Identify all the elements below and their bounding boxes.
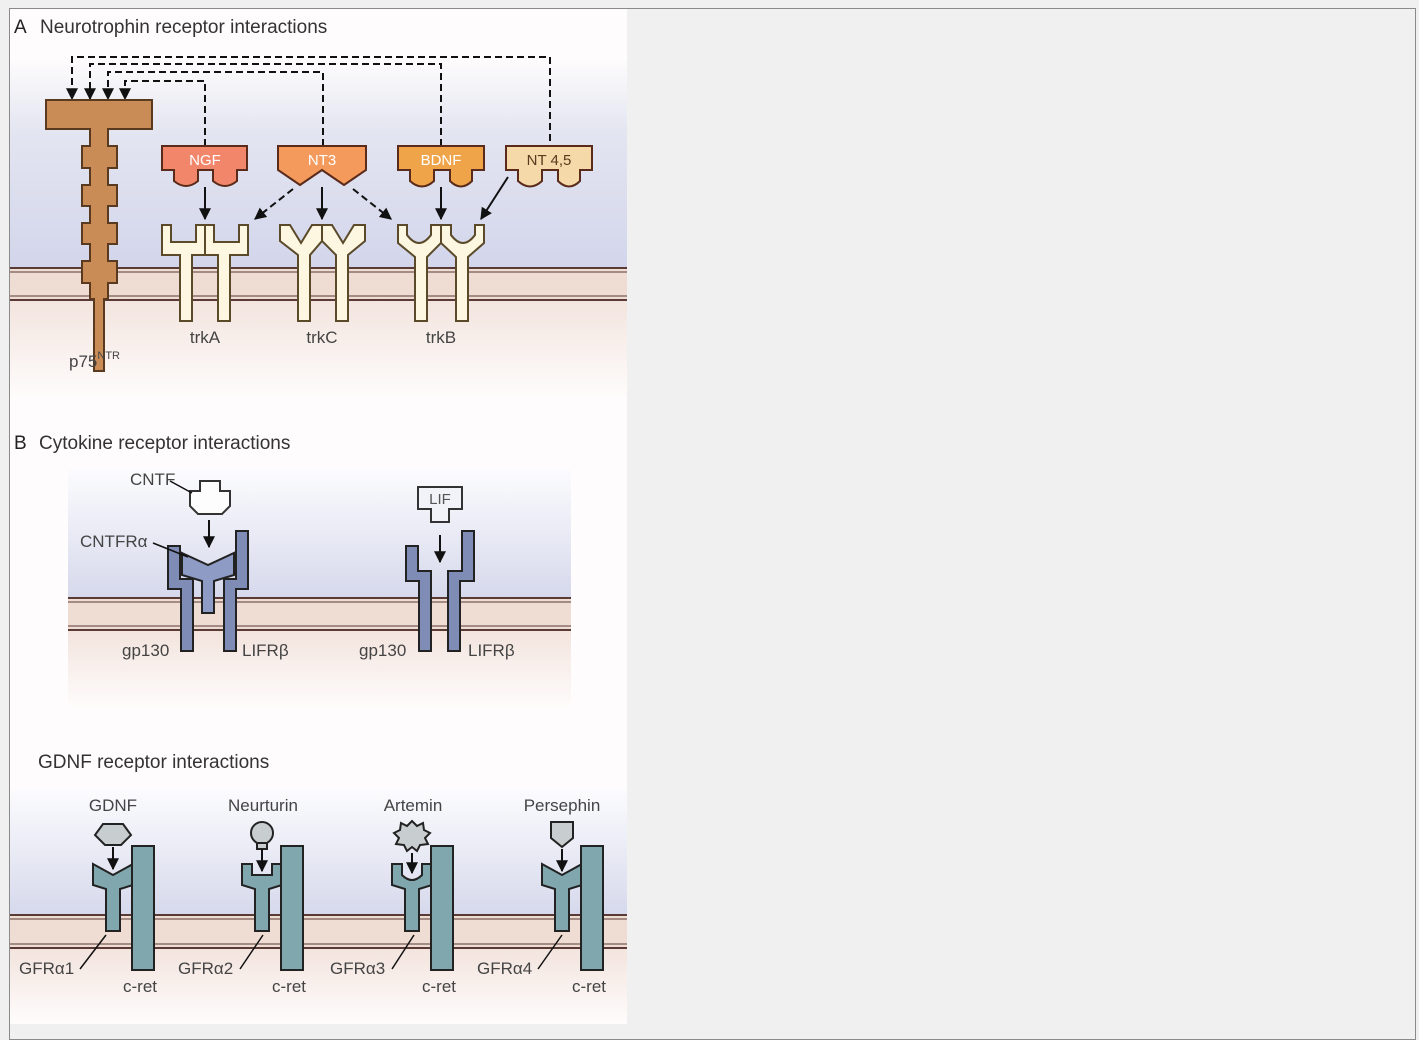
panel-gdnf: GDNF receptor interactions GDNF GFRα1 c-… bbox=[10, 752, 627, 1024]
trkb-label: trkB bbox=[426, 328, 456, 347]
panel-a-title: Neurotrophin receptor interactions bbox=[40, 17, 327, 38]
membrane-b bbox=[68, 597, 571, 631]
cntfr-label: CNTFRα bbox=[80, 532, 148, 551]
gfra2-label: GFRα2 bbox=[178, 959, 233, 978]
lifrb-label-2: LIFRβ bbox=[468, 641, 515, 660]
gfra4-label: GFRα4 bbox=[477, 959, 532, 978]
gp130-label-2: gp130 bbox=[359, 641, 406, 660]
panel-a-letter: A bbox=[14, 17, 27, 38]
figure-panel: A Neurotrophin receptor interactions p75… bbox=[10, 9, 627, 1024]
bdnf-label: BDNF bbox=[421, 152, 462, 169]
panel-a: A Neurotrophin receptor interactions p75… bbox=[10, 17, 627, 399]
cret-receptor-4 bbox=[581, 846, 603, 970]
cret-label-4: c-ret bbox=[572, 977, 606, 996]
cntf-label: CNTF bbox=[130, 470, 175, 489]
persephin-ligand-label: Persephin bbox=[524, 796, 601, 815]
gdnf-ligand-label: GDNF bbox=[89, 796, 137, 815]
cret-receptor-3 bbox=[431, 846, 453, 970]
cret-label-1: c-ret bbox=[123, 977, 157, 996]
panel-b-title: Cytokine receptor interactions bbox=[39, 433, 290, 454]
ngf-label: NGF bbox=[189, 152, 221, 169]
gfra3-label: GFRα3 bbox=[330, 959, 385, 978]
cret-label-3: c-ret bbox=[422, 977, 456, 996]
trkc-label: trkC bbox=[306, 328, 337, 347]
lif-label: LIF bbox=[429, 491, 451, 508]
neurturin-ligand-label: Neurturin bbox=[228, 796, 298, 815]
membrane-gdnf bbox=[10, 914, 627, 949]
gp130-label-1: gp130 bbox=[122, 641, 169, 660]
artemin-ligand-label: Artemin bbox=[384, 796, 443, 815]
panel-b-letter: B bbox=[14, 433, 27, 454]
gfra1-label: GFRα1 bbox=[19, 959, 74, 978]
trka-label: trkA bbox=[190, 328, 221, 347]
cret-label-2: c-ret bbox=[272, 977, 306, 996]
nt3-label: NT3 bbox=[308, 152, 336, 169]
panel-gdnf-title: GDNF receptor interactions bbox=[38, 752, 269, 773]
panel-b: B Cytokine receptor interactions CNTF CN… bbox=[14, 433, 571, 709]
figure-svg: A Neurotrophin receptor interactions p75… bbox=[10, 9, 627, 1024]
nt45-label: NT 4,5 bbox=[527, 152, 572, 169]
cret-receptor-2 bbox=[281, 846, 303, 970]
lifrb-label-1: LIFRβ bbox=[242, 641, 289, 660]
cret-receptor-1 bbox=[132, 846, 154, 970]
